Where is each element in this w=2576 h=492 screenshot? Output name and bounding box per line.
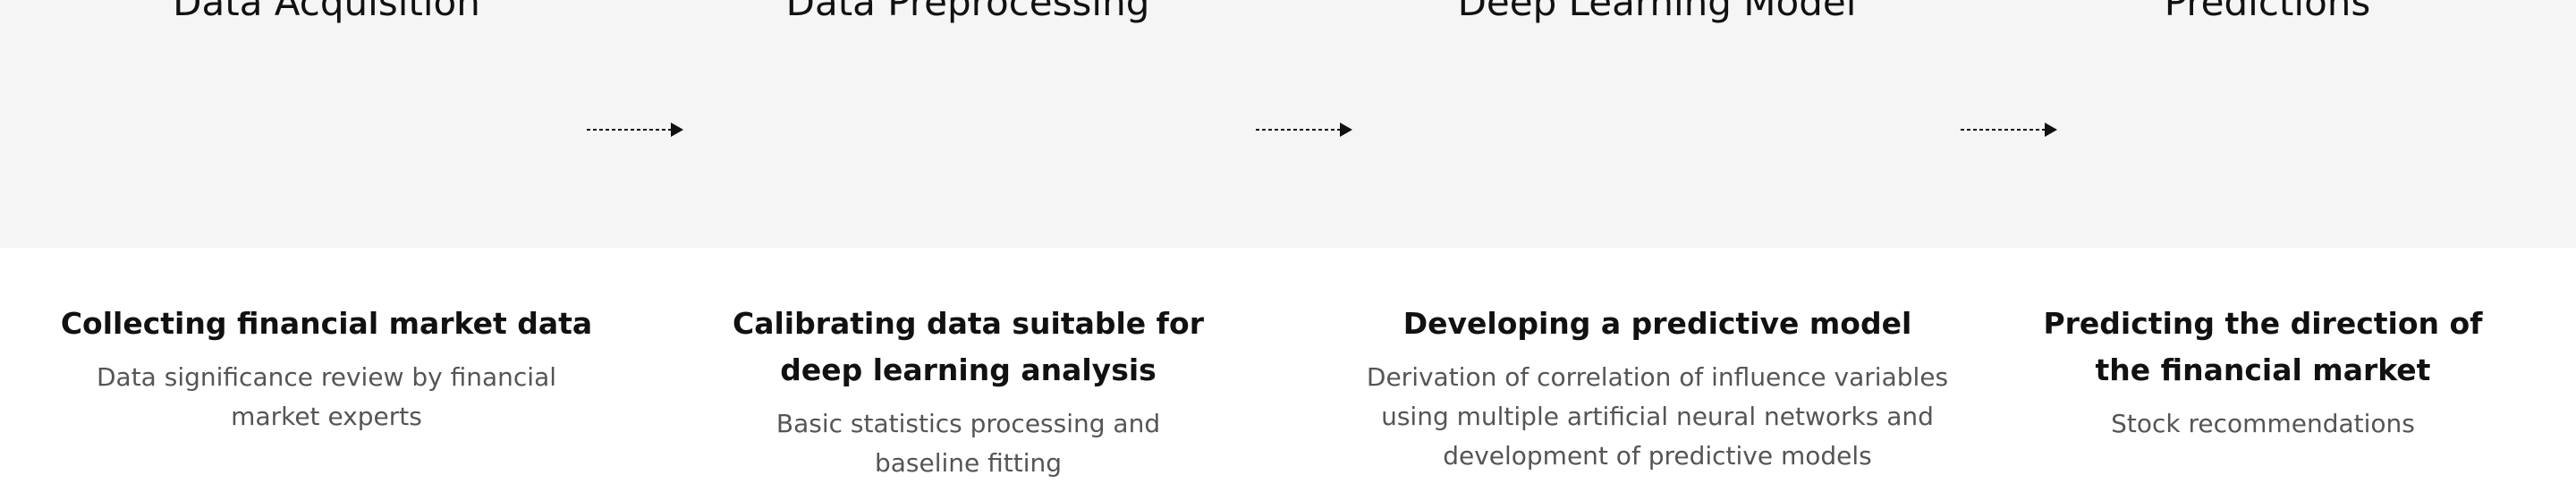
detail-heading: Collecting financial market data	[58, 301, 595, 347]
step-predictions: Predictions	[2147, 0, 2388, 248]
step-data-acquisition: Data Acquisition	[134, 0, 519, 248]
dotted-arrow-icon	[1961, 123, 2057, 137]
detail-text-line: market experts	[231, 402, 422, 431]
arrow-step-3-to-4	[1961, 122, 2057, 138]
detail-text: Data significance review by financial ma…	[58, 358, 595, 437]
detail-deep-learning-model: Developing a predictive model Derivation…	[1340, 301, 1975, 476]
step-label: Data Acquisition	[173, 0, 480, 24]
detail-text: Derivation of correlation of influence v…	[1340, 358, 1975, 476]
detail-text-line: Derivation of correlation of influence v…	[1366, 362, 1949, 392]
detail-text: Stock recommendations	[2004, 404, 2522, 444]
detail-text-line: Data significance review by financial	[96, 362, 557, 392]
detail-heading-line: the financial market	[2095, 352, 2431, 387]
detail-text-line: development of predictive models	[1443, 441, 1872, 471]
detail-text: Basic statistics processing and baseline…	[698, 404, 1239, 483]
detail-heading-line: Developing a predictive model	[1402, 306, 1912, 341]
dotted-arrow-icon	[587, 123, 683, 137]
detail-text-line: using multiple artificial neural network…	[1381, 402, 1934, 431]
detail-heading: Developing a predictive model	[1340, 301, 1975, 347]
detail-heading-line: deep learning analysis	[780, 352, 1157, 387]
step-label: Predictions	[2164, 0, 2371, 24]
detail-data-acquisition: Collecting financial market data Data si…	[58, 301, 595, 437]
detail-heading-line: Calibrating data suitable for	[733, 306, 1204, 341]
arrow-step-2-to-3	[1256, 122, 1352, 138]
dotted-arrow-icon	[1256, 123, 1352, 137]
step-data-preprocessing: Data Preprocessing	[753, 0, 1182, 248]
detail-text-line: baseline fitting	[874, 448, 1063, 478]
detail-heading-line: Collecting financial market data	[60, 306, 593, 341]
step-label: Deep Learning Model	[1457, 0, 1857, 24]
detail-data-preprocessing: Calibrating data suitable for deep learn…	[698, 301, 1239, 483]
step-deep-learning-model: Deep Learning Model	[1422, 0, 1892, 248]
detail-text-line: Stock recommendations	[2111, 409, 2415, 438]
detail-text-line: Basic statistics processing and	[775, 409, 1161, 438]
step-label: Data Preprocessing	[785, 0, 1150, 24]
detail-heading: Predicting the direction of the financia…	[2004, 301, 2522, 394]
arrow-step-1-to-2	[587, 122, 683, 138]
detail-heading: Calibrating data suitable for deep learn…	[698, 301, 1239, 394]
detail-predictions: Predicting the direction of the financia…	[2004, 301, 2522, 444]
detail-heading-line: Predicting the direction of	[2043, 306, 2483, 341]
steps-band	[0, 0, 2576, 248]
